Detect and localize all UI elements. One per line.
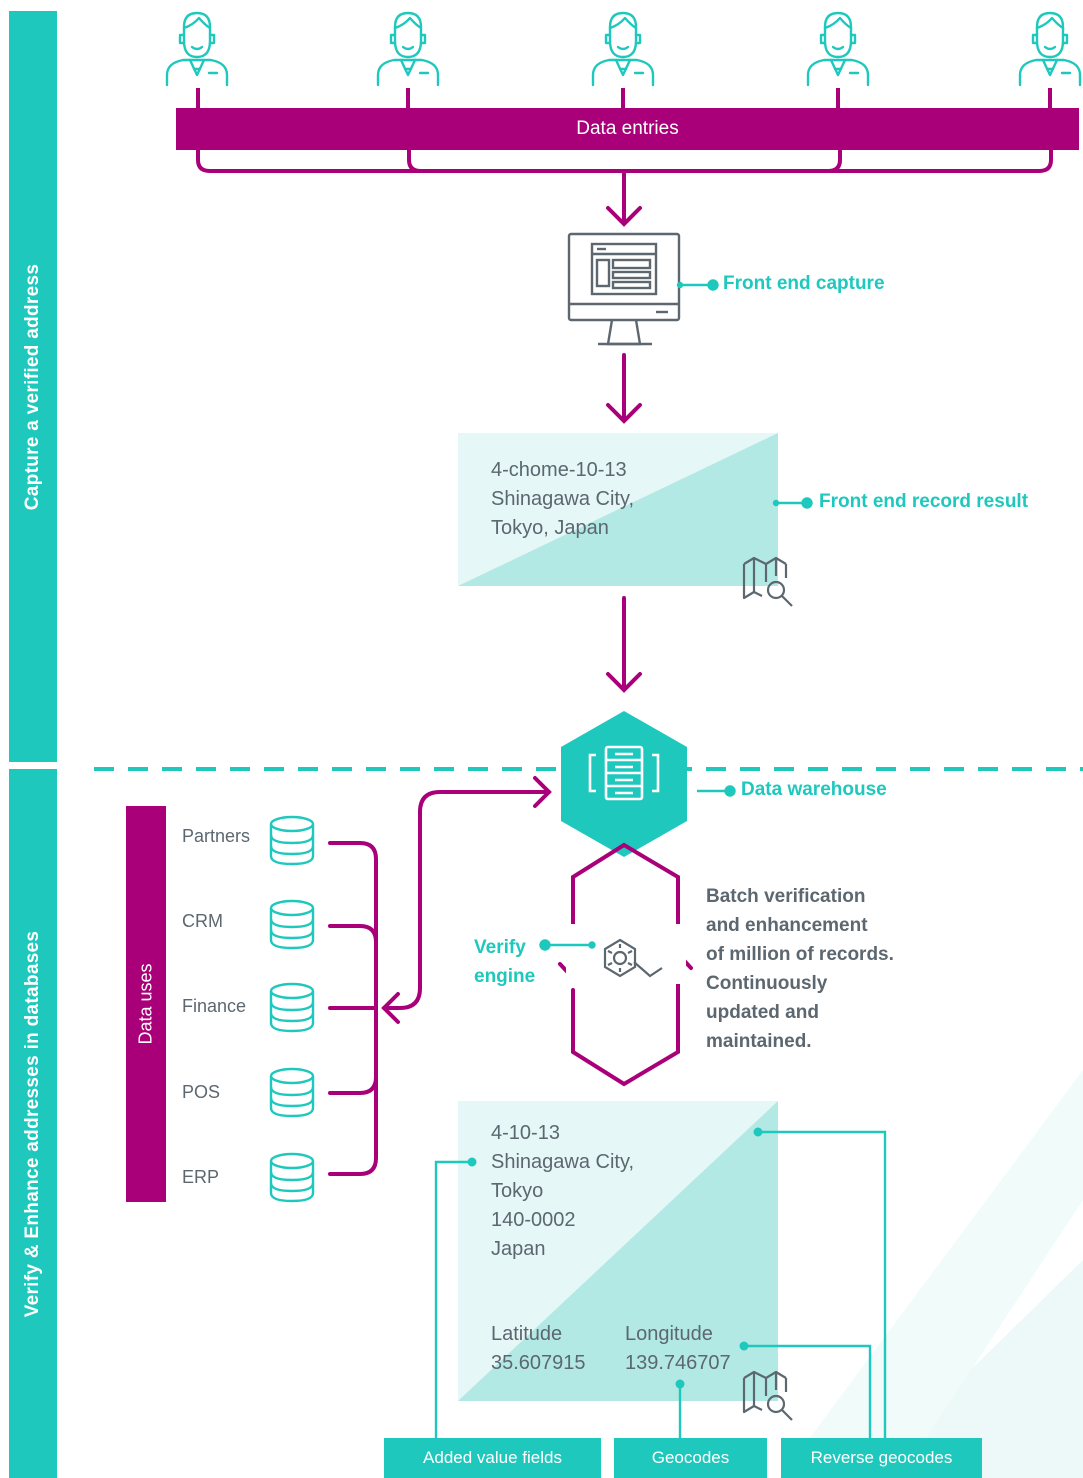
warehouse-link — [328, 776, 552, 1176]
database-icon — [269, 982, 315, 1033]
batch-description: Batch verification and enhancement of mi… — [706, 882, 936, 1056]
database-icon — [269, 1067, 315, 1118]
database-label: Finance — [182, 996, 247, 1016]
person-icon — [591, 11, 655, 87]
database-label: Partners — [182, 826, 251, 846]
data-entries-bar: Data entries — [176, 108, 1079, 150]
pointers — [539, 279, 813, 951]
person-icon — [1018, 11, 1082, 87]
monitor-icon — [567, 232, 681, 346]
capture-address: 4-chome-10-13 Shinagawa City, Tokyo, Jap… — [491, 456, 634, 543]
address-line: Tokyo — [491, 1180, 544, 1202]
database-label: POS — [182, 1082, 221, 1102]
tag-connectors — [434, 1130, 887, 1440]
batch-line: maintained. — [706, 1031, 812, 1052]
data-warehouse-hexagon — [561, 711, 687, 857]
verify-engine-line: engine — [474, 966, 536, 987]
batch-line: and enhancement — [706, 915, 868, 936]
data-entries-label: Data entries — [576, 118, 679, 139]
database-label: ERP — [182, 1167, 220, 1187]
database-icon — [269, 1152, 315, 1203]
data-warehouse-label: Data warehouse — [741, 779, 887, 800]
database-icon — [269, 899, 315, 950]
gear-search-icon — [603, 938, 663, 978]
batch-line: Continuously — [706, 973, 828, 994]
person-icon — [376, 11, 440, 87]
person-icon — [165, 11, 229, 87]
address-line: Shinagawa City, — [491, 1151, 635, 1173]
data-uses-bar: Data uses — [126, 806, 166, 1202]
tag-label: Reverse geocodes — [810, 1448, 953, 1467]
added-value-fields-tag: Added value fields — [384, 1438, 601, 1478]
sidebar-verify: Verify & Enhance addresses in databases — [9, 769, 57, 1478]
batch-line: updated and — [706, 1002, 819, 1023]
front-end-record-card — [458, 433, 778, 586]
data-uses-label: Data uses — [135, 963, 156, 1045]
flow-arrows — [606, 169, 642, 693]
address-line: 4-10-13 — [491, 1122, 560, 1144]
entry-connectors — [196, 88, 1053, 173]
latitude-label: Latitude — [491, 1323, 563, 1345]
reverse-geocodes-tag: Reverse geocodes — [781, 1438, 982, 1478]
longitude-label: Longitude — [625, 1323, 713, 1345]
database-label: CRM — [182, 911, 223, 931]
server-icon — [588, 745, 660, 801]
front-end-record-result-label: Front end record result — [819, 491, 1029, 512]
latitude-value: 35.607915 — [491, 1352, 586, 1374]
address-line: 140-0002 — [491, 1209, 576, 1231]
address-line: Tokyo, Japan — [491, 517, 609, 539]
tag-label: Geocodes — [651, 1448, 730, 1467]
front-end-capture-label: Front end capture — [723, 273, 885, 294]
verify-engine-line: Verify — [474, 937, 526, 958]
batch-line: Batch verification — [706, 886, 866, 907]
geocodes-tag: Geocodes — [614, 1438, 767, 1478]
sidebar-capture: Capture a verified address — [9, 11, 57, 762]
tag-label: Added value fields — [423, 1448, 562, 1467]
longitude-block: Longitude 139.746707 — [625, 1320, 731, 1378]
tag-dots — [467, 1127, 763, 1389]
database-icon — [269, 815, 315, 866]
enhanced-record-card — [458, 1101, 778, 1401]
address-line: Japan — [491, 1238, 546, 1260]
address-line: Shinagawa City, — [491, 488, 635, 510]
batch-line: of million of records. — [706, 944, 894, 965]
longitude-value: 139.746707 — [625, 1352, 731, 1374]
result-address: 4-10-13 Shinagawa City, Tokyo 140-0002 J… — [491, 1119, 634, 1264]
verify-engine-label: Verify engine — [474, 933, 535, 991]
person-icon — [806, 11, 870, 87]
latitude-block: Latitude 35.607915 — [491, 1320, 586, 1378]
address-line: 4-chome-10-13 — [491, 459, 627, 481]
